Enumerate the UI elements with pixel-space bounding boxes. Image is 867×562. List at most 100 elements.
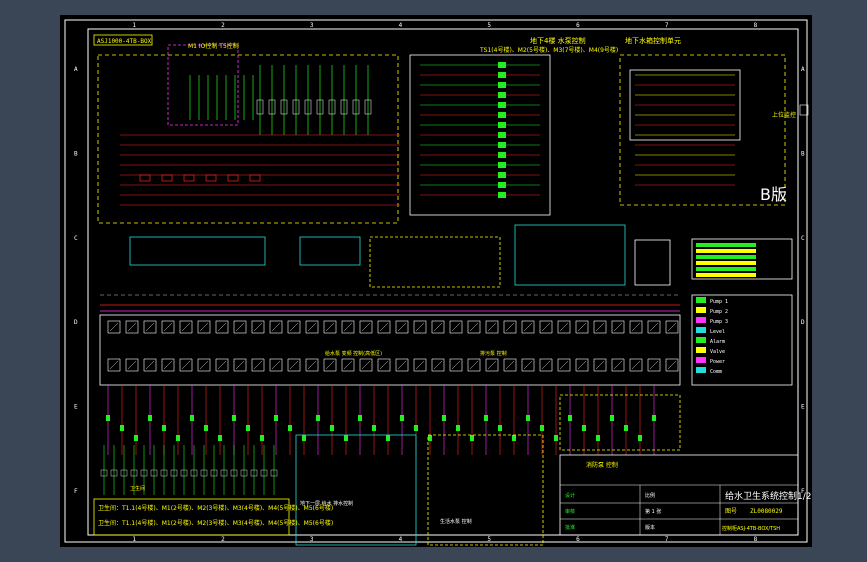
zone-letter-right: E: [801, 404, 805, 411]
controller-pin: [498, 152, 506, 158]
relay-contact: [325, 360, 335, 370]
relay: [233, 358, 247, 372]
relay-contact: [379, 360, 389, 370]
relay: [341, 358, 355, 372]
terminal-marker: [148, 415, 152, 421]
outer-frame: [64, 19, 808, 543]
relay: [215, 320, 229, 334]
legend-swatch: [696, 357, 706, 363]
relay: [539, 358, 553, 372]
relay: [611, 358, 625, 372]
fuse: [161, 174, 173, 182]
relay-contact: [541, 360, 551, 370]
relay-contact: [145, 360, 155, 370]
terminal: [352, 99, 360, 115]
relay-contact: [163, 360, 173, 370]
relay: [107, 358, 121, 372]
relay-contact: [289, 322, 299, 332]
controller-pin: [498, 92, 506, 98]
controller-pin: [498, 162, 506, 168]
relay-contact: [307, 322, 317, 332]
terminal-marker: [568, 415, 572, 421]
relay: [611, 320, 625, 334]
lower-relay: [230, 469, 238, 477]
relay: [179, 320, 193, 334]
controller-pin: [498, 192, 506, 198]
terminal-marker: [540, 425, 544, 431]
relay-contact: [307, 360, 317, 370]
terminal-marker: [106, 415, 110, 421]
relay-contact: [199, 322, 209, 332]
relay-contact: [253, 360, 263, 370]
relay-contact: [559, 360, 569, 370]
inverter-box: [634, 239, 671, 286]
legend-swatch: [696, 307, 706, 313]
relay: [431, 320, 445, 334]
upper-left-title: M1 IO控制 T5控制: [188, 42, 239, 50]
title-block: [559, 454, 799, 536]
relay: [287, 320, 301, 334]
upper-left-region: [97, 54, 399, 224]
fuse: [227, 174, 239, 182]
relay: [521, 358, 535, 372]
terminal-marker: [582, 425, 586, 431]
relay-contact: [109, 322, 119, 332]
relay: [557, 358, 571, 372]
zone-number-top: 8: [754, 22, 758, 29]
title-block-spec: 控制柜ASJ-4TB-BOX/TSH: [722, 525, 780, 532]
legend-box: [691, 294, 793, 386]
relay-contact: [343, 360, 353, 370]
lower-relay: [190, 469, 198, 477]
relay-contact: [595, 360, 605, 370]
legend-swatch: [696, 367, 706, 373]
legend-top-bar: [696, 267, 756, 271]
lower-relay: [240, 469, 248, 477]
zone-letter-left: F: [74, 488, 78, 495]
relay-contact: [253, 322, 263, 332]
terminal: [292, 99, 300, 115]
relay-contact: [361, 360, 371, 370]
relay-contact: [145, 322, 155, 332]
legend-top-bar: [696, 273, 756, 277]
terminal-marker: [120, 425, 124, 431]
relay: [593, 358, 607, 372]
relay-contact: [199, 360, 209, 370]
relay: [485, 320, 499, 334]
terminal-marker: [428, 435, 432, 441]
upper-right-title: 地下水箱控制单元: [625, 36, 681, 45]
relay: [431, 358, 445, 372]
terminal-marker: [498, 425, 502, 431]
zone-number-bottom: 6: [576, 536, 580, 543]
zone-number-top: 2: [221, 22, 225, 29]
terminal-marker: [456, 425, 460, 431]
terminal-marker: [610, 415, 614, 421]
sub-panel-4: [514, 224, 626, 286]
legend-swatch: [696, 347, 706, 353]
relay-contact: [613, 360, 623, 370]
relay-contact: [505, 360, 515, 370]
legend-label: Valve: [710, 349, 725, 355]
lower-relay: [130, 469, 138, 477]
lower-relay: [170, 469, 178, 477]
relay: [647, 358, 661, 372]
controller-pin: [498, 132, 506, 138]
relay: [125, 320, 139, 334]
lower-relay: [260, 469, 268, 477]
terminal: [364, 99, 372, 115]
zone-letter-left: E: [74, 404, 78, 411]
title-row-3-label: 批准: [565, 524, 575, 531]
zone-number-bottom: 3: [310, 536, 314, 543]
rev-label: 版本: [645, 524, 655, 531]
zone-number-bottom: 4: [399, 536, 403, 543]
terminal-marker: [526, 415, 530, 421]
relay-contact: [163, 322, 173, 332]
relay: [269, 320, 283, 334]
legend-label: Level: [710, 329, 725, 335]
relay-contact: [469, 360, 479, 370]
zone-number-top: 1: [132, 22, 136, 29]
controller-pin: [498, 62, 506, 68]
relay-contact: [181, 360, 191, 370]
